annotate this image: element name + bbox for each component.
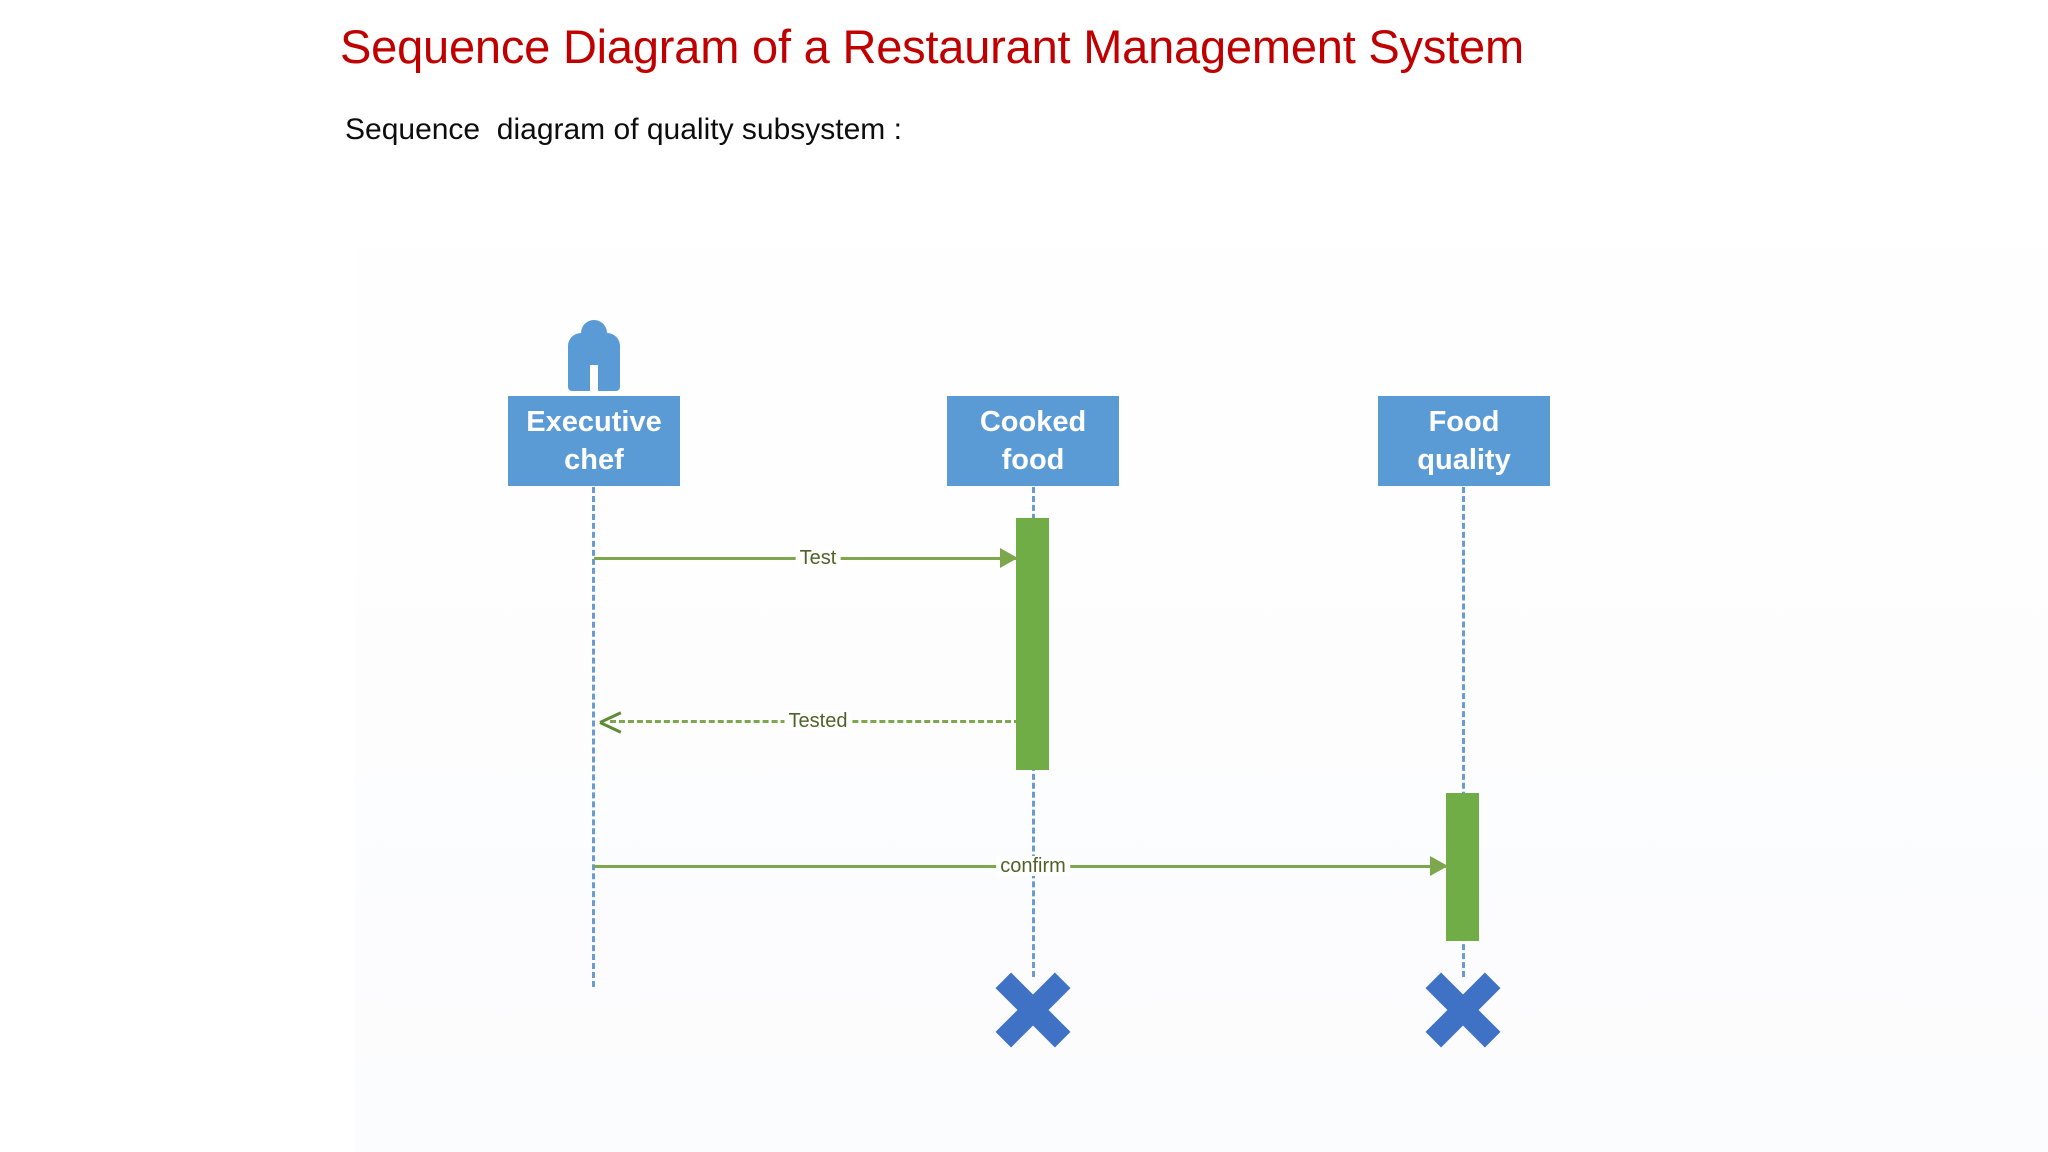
lifeline-food-quality <box>1462 487 1465 977</box>
participant-executive-chef[interactable]: Executive chef <box>508 396 680 486</box>
background-wash <box>355 150 2048 1152</box>
participant-food-quality[interactable]: Food quality <box>1378 396 1550 486</box>
message-test-label: Test <box>795 548 841 568</box>
x-mark-icon-food-quality <box>1424 971 1502 1049</box>
participant-label-cooked-food: Cooked food <box>979 405 1087 476</box>
activation-bar-cooked-food <box>1016 518 1049 770</box>
message-tested-label: Tested <box>784 711 852 731</box>
participant-label-executive-chef: Executive chef <box>526 405 662 476</box>
participant-cooked-food[interactable]: Cooked food <box>947 396 1119 486</box>
page-subtitle: Sequence diagram of quality subsystem : <box>345 113 902 146</box>
participant-label-food-quality: Food quality <box>1417 405 1511 476</box>
page-title: Sequence Diagram of a Restaurant Managem… <box>340 20 1524 73</box>
arrowhead-right-icon <box>1000 548 1018 568</box>
x-mark-icon-cooked-food <box>994 971 1072 1049</box>
lifeline-executive-chef <box>592 487 595 987</box>
arrowhead-right-icon <box>1430 856 1448 876</box>
message-confirm-label: confirm <box>996 856 1070 876</box>
activation-bar-food-quality <box>1446 793 1479 941</box>
arrowhead-left-icon <box>600 711 620 731</box>
